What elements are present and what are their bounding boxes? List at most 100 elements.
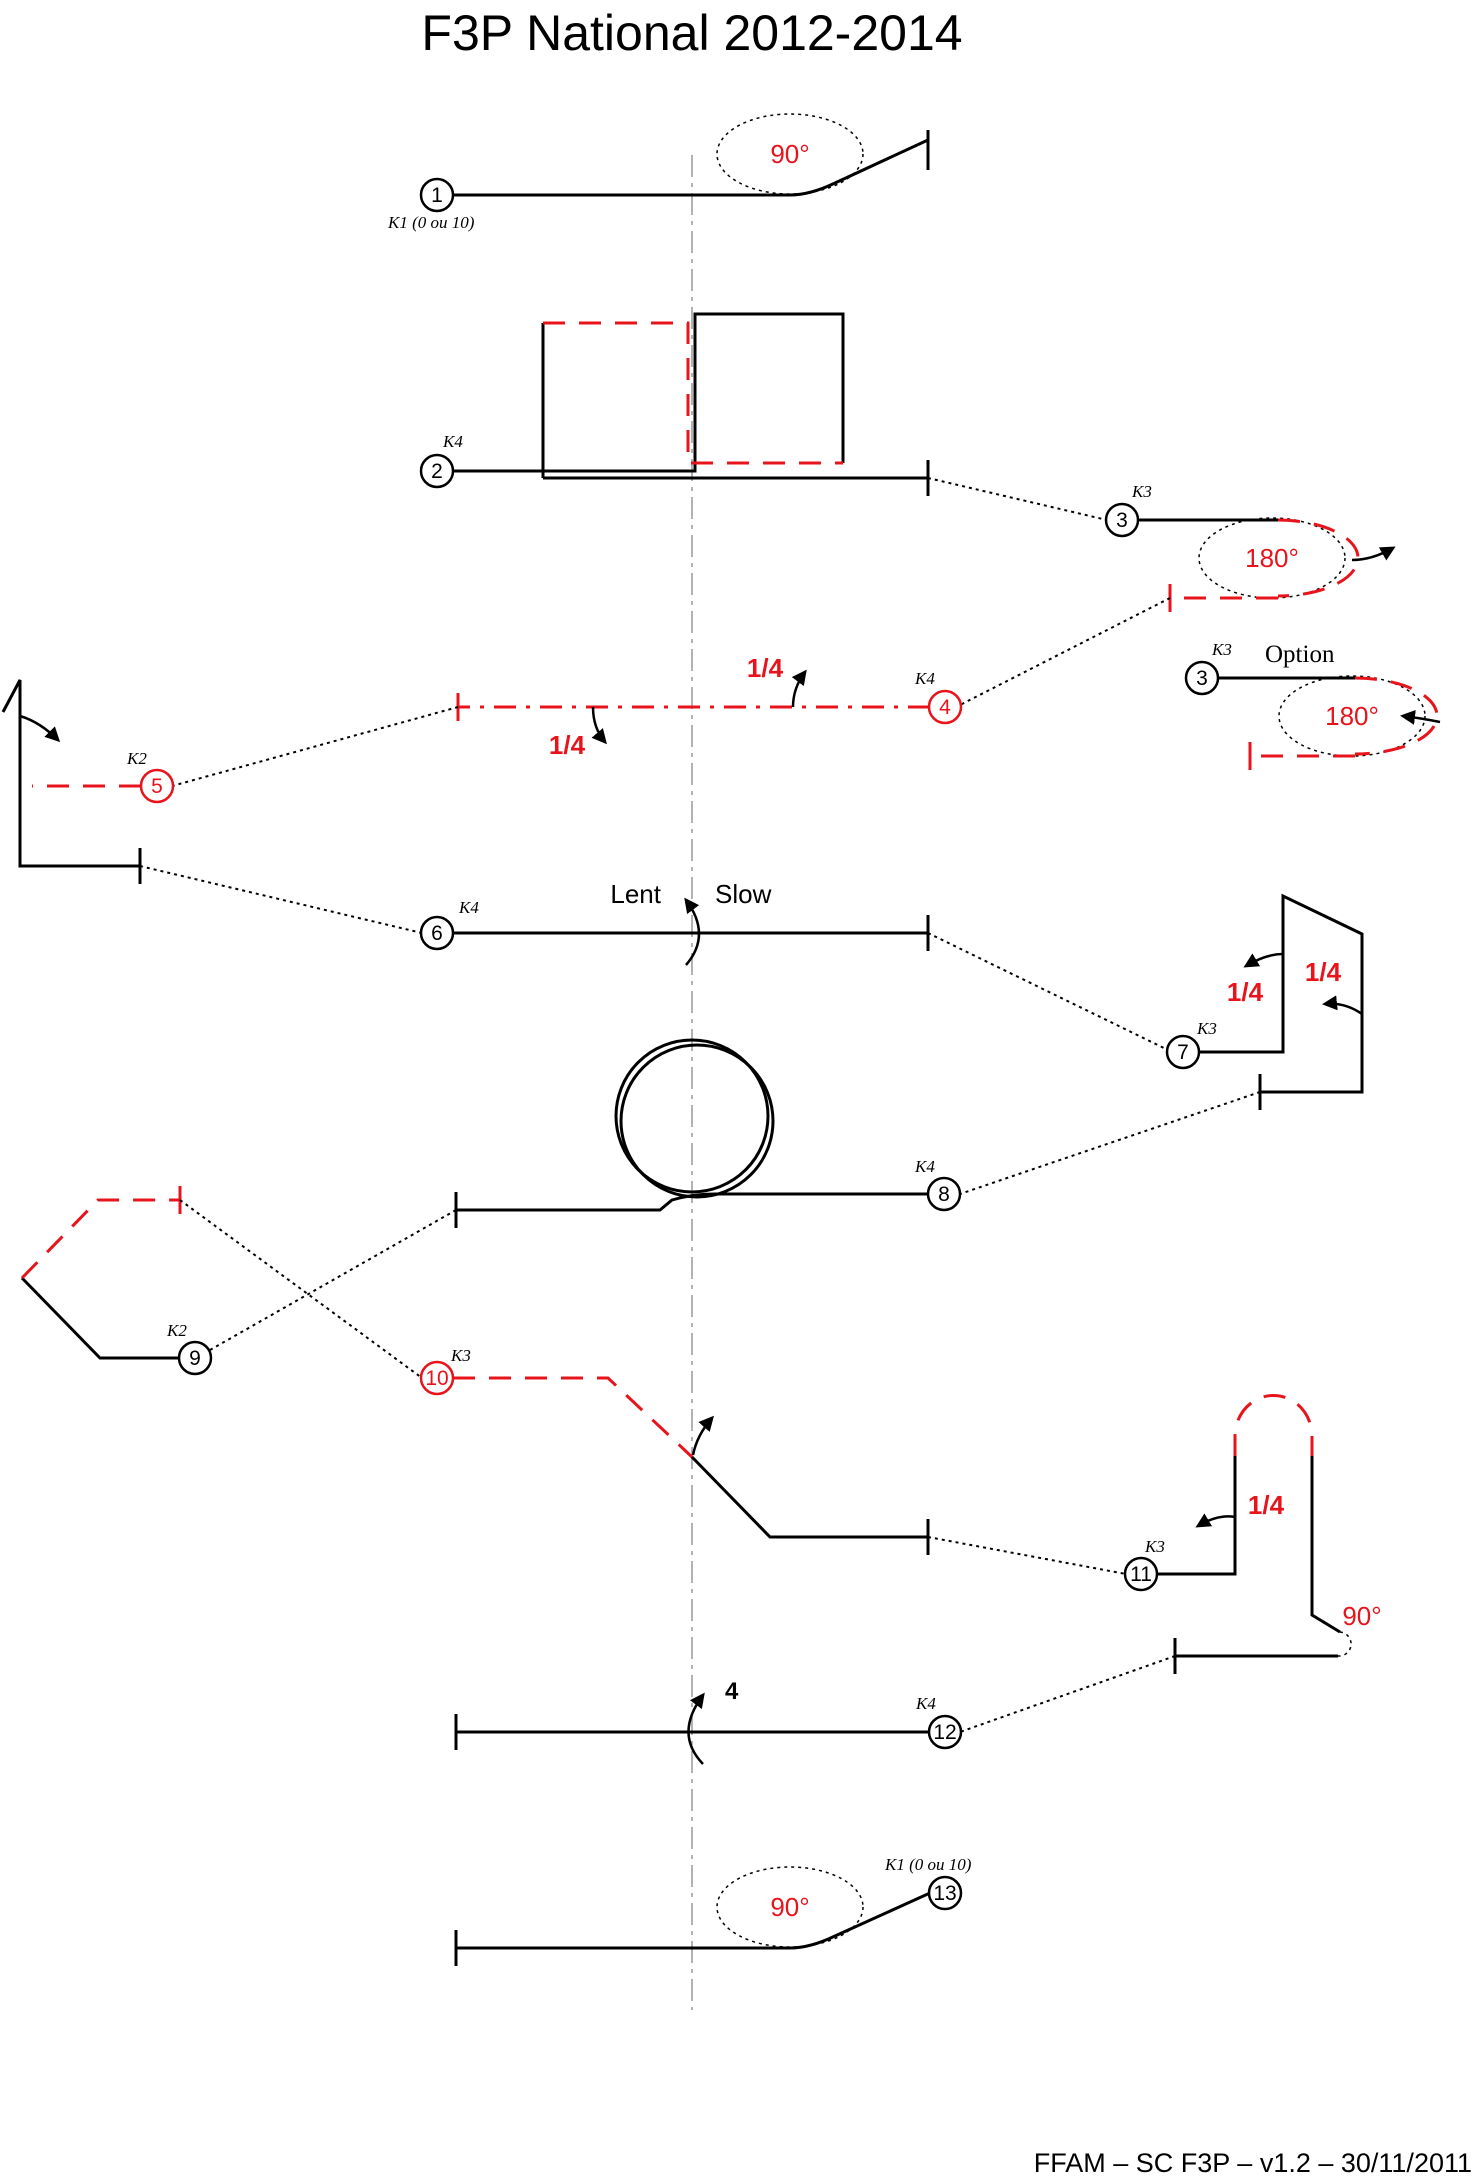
roll-b-label: 1/4	[1305, 957, 1342, 987]
loop-path	[619, 1043, 775, 1199]
figure-13-k-factor: K1 (0 ou 10)	[884, 1855, 972, 1874]
figure-4-number: 4	[939, 696, 951, 719]
connector	[927, 1536, 1127, 1575]
figure-13-angle: 90°	[770, 1892, 809, 1922]
flight-path	[1199, 893, 1364, 1094]
figure-3-option-angle: 180°	[1325, 701, 1379, 731]
connector	[959, 1091, 1261, 1195]
flight-path-front	[453, 312, 845, 473]
figure-13-number: 13	[933, 1882, 956, 1905]
roll-a-label: 1/4	[1227, 977, 1264, 1007]
figure-12-k-factor: K4	[915, 1694, 936, 1713]
angle-arc	[1337, 1631, 1352, 1657]
figure-11-k-factor: K3	[1144, 1537, 1165, 1556]
figure-10-number: 10	[425, 1367, 448, 1390]
arrow-icon	[591, 706, 607, 745]
flight-path-inverted	[543, 321, 843, 465]
figure-1-badge	[419, 177, 455, 213]
page-title: F3P National 2012-2014	[421, 5, 962, 61]
figure-4: 4 K4 1/4 1/4	[456, 653, 963, 760]
flight-path	[20, 1276, 180, 1360]
arrow-icon	[1400, 709, 1441, 725]
figure-1-angle: 90°	[770, 139, 809, 169]
figure-9: 9 K2	[20, 1186, 213, 1376]
figure-8: 8 K4	[454, 1038, 962, 1228]
arrow-icon	[1243, 952, 1284, 968]
figure-12: 4 12 K4	[454, 1678, 963, 1765]
figure-5-badge	[139, 768, 175, 804]
connector	[959, 1655, 1176, 1733]
figure-3: 180° 3 K3	[1104, 482, 1396, 612]
turn-path	[1354, 676, 1439, 756]
flight-path-base	[541, 323, 928, 480]
figure-9-badge	[177, 1340, 213, 1376]
figure-4-k-factor: K4	[914, 669, 935, 688]
figure-7-k-factor: K3	[1196, 1019, 1217, 1038]
slow-label: Slow	[715, 879, 772, 909]
roll-arrow-icon	[684, 897, 701, 966]
figure-2-number: 2	[431, 460, 443, 483]
figure-7: 1/4 1/4 7 K3	[1165, 893, 1364, 1110]
figure-1-k-factor: K1 (0 ou 10)	[387, 213, 475, 232]
figure-9-number: 9	[189, 1347, 201, 1370]
footer-version: FFAM – SC F3P – v1.2 – 30/11/2011	[1034, 2148, 1472, 2178]
roll-arrow-icon	[687, 1692, 705, 1765]
figure-12-badge	[927, 1714, 963, 1750]
flight-path	[1157, 1456, 1237, 1576]
arrow-icon	[1195, 1513, 1236, 1528]
figure-11: 1/4 90° 11 K3	[1123, 1393, 1382, 1674]
flight-path-inverted	[453, 1376, 694, 1459]
figure-7-badge	[1165, 1034, 1201, 1070]
figure-3-k-factor: K3	[1131, 482, 1152, 501]
figure-10-badge	[419, 1360, 455, 1396]
flight-path-inverted	[1233, 1393, 1314, 1456]
figure-8-badge	[926, 1176, 962, 1212]
arrow-icon	[1322, 995, 1363, 1016]
angle-ellipse	[716, 1866, 864, 1948]
figure-7-number: 7	[1177, 1041, 1189, 1064]
roll-lower-label: 1/4	[549, 730, 586, 760]
figure-5: 5 K2	[1, 679, 175, 884]
figure-6-badge	[419, 915, 455, 951]
figure-2: 2 K4	[419, 312, 930, 496]
flight-path	[453, 138, 929, 197]
figure-3-option-number: 3	[1196, 667, 1208, 690]
angle-ellipse	[1278, 675, 1426, 757]
figure-6-number: 6	[431, 922, 443, 945]
figure-3-angle: 180°	[1245, 543, 1299, 573]
figure-9-k-factor: K2	[166, 1321, 187, 1340]
connector	[179, 1199, 423, 1379]
angle-ellipse	[1198, 517, 1346, 599]
flight-path	[1, 679, 140, 868]
figure-2-k-factor: K4	[442, 432, 463, 451]
option-label: Option	[1265, 641, 1335, 668]
connector	[209, 1209, 457, 1351]
figure-6-k-factor: K4	[458, 898, 479, 917]
figure-3-option-k-factor: K3	[1211, 640, 1232, 659]
arrow-icon	[19, 714, 61, 743]
figure-10: 10 K3	[419, 1346, 930, 1555]
flight-path	[456, 1891, 931, 1950]
connector	[927, 477, 1108, 521]
figure-11-badge	[1123, 1556, 1159, 1592]
figure-4-badge	[927, 689, 963, 725]
figure-13-badge	[927, 1875, 963, 1911]
figure-8-number: 8	[938, 1183, 950, 1206]
figure-10-k-factor: K3	[450, 1346, 471, 1365]
flight-path-inverted	[20, 1198, 180, 1280]
figure-3-option-badge	[1184, 660, 1220, 696]
turn-path	[1277, 518, 1360, 598]
figure-11-number: 11	[1130, 1563, 1152, 1586]
figure-13: 90° 13 K1 (0 ou 10)	[454, 1855, 972, 1966]
figure-8-k-factor: K4	[914, 1157, 935, 1176]
figure-3-badge	[1104, 502, 1140, 538]
roll-label: 1/4	[1248, 1490, 1285, 1520]
flight-path	[456, 1192, 929, 1212]
connector	[139, 865, 423, 934]
figure-1: 90° 1 K1 (0 ou 10)	[387, 113, 930, 232]
figure-12-number: 12	[933, 1721, 956, 1744]
figure-1-number: 1	[431, 184, 443, 207]
roll-upper-label: 1/4	[747, 653, 784, 683]
connector	[927, 932, 1169, 1051]
